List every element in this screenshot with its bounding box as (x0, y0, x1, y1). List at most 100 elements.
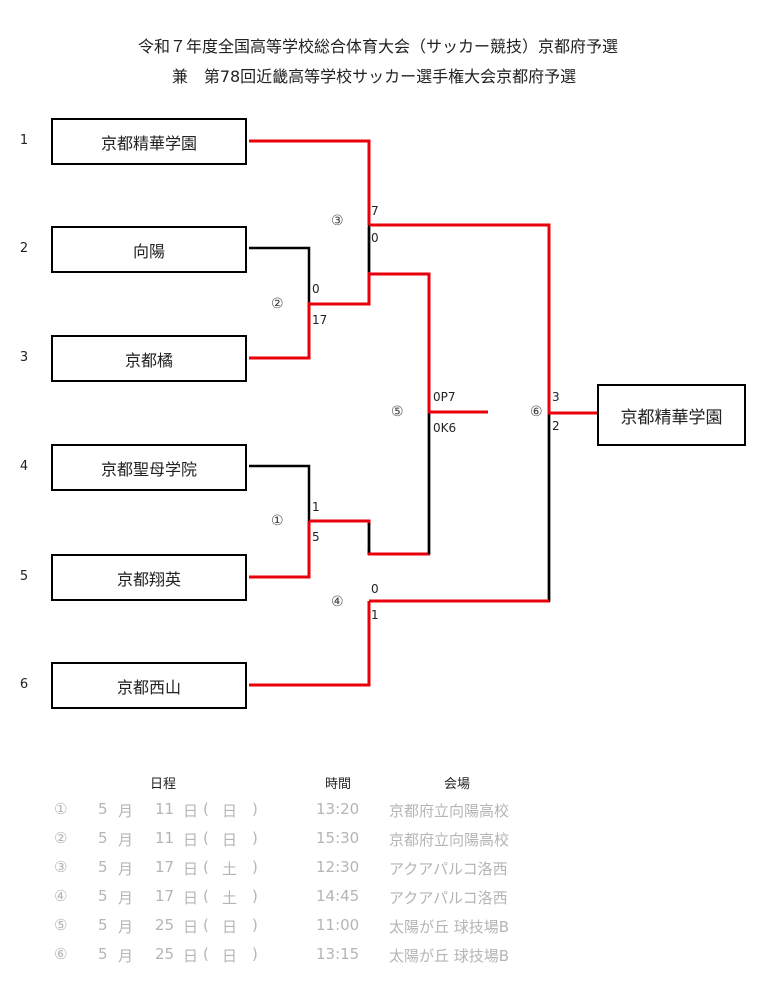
schedule-time: 15:30 (316, 829, 360, 847)
schedule-match-number: ② (54, 829, 68, 847)
schedule-venue: アクアパルコ洛西 (389, 889, 508, 907)
schedule-month: 5 (98, 800, 108, 818)
schedule-month: 5 (98, 887, 108, 905)
schedule-row: ① 5 月 11 日 ( 日 ) 13:20 京都府立向陽高校 (0, 800, 758, 820)
schedule-match-number: ① (54, 800, 68, 818)
schedule-match-number: ④ (54, 887, 68, 905)
seed-number: 4 (19, 459, 29, 474)
score-bottom: 17 (312, 313, 328, 327)
schedule-day: 17 (155, 887, 175, 905)
schedule-row: ⑥ 5 月 25 日 ( 日 ) 13:15 太陽が丘 球技場B (0, 945, 758, 965)
schedule-paren-close: ) (252, 887, 258, 905)
schedule-paren-open: ( (203, 887, 209, 905)
schedule-month: 5 (98, 945, 108, 963)
score-top: 3 (552, 390, 560, 404)
schedule-time: 13:20 (316, 800, 360, 818)
team-box: 京都聖母学院 (51, 444, 247, 491)
schedule-day: 25 (155, 945, 175, 963)
schedule-header-time: 時間 (325, 777, 352, 792)
schedule-weekday: 土 (222, 889, 238, 907)
schedule-time: 14:45 (316, 887, 360, 905)
schedule-weekday: 土 (222, 860, 238, 878)
champion-box: 京都精華学園 (597, 384, 746, 446)
score-bottom: 0 (371, 231, 379, 245)
schedule-row: ④ 5 月 17 日 ( 土 ) 14:45 アクアパルコ洛西 (0, 887, 758, 907)
schedule-day-label: 日 (183, 802, 199, 820)
schedule-month: 5 (98, 916, 108, 934)
schedule-weekday: 日 (222, 947, 238, 965)
schedule-row: ② 5 月 11 日 ( 日 ) 15:30 京都府立向陽高校 (0, 829, 758, 849)
schedule-venue: 太陽が丘 球技場B (389, 947, 510, 965)
tournament-title: 令和７年度全国高等学校総合体育大会（サッカー競技）京都府予選 (137, 37, 618, 56)
match-label: ② (271, 296, 284, 312)
schedule-time: 13:15 (316, 945, 360, 963)
team-box: 京都翔英 (51, 554, 247, 601)
winner-line (369, 272, 488, 414)
schedule-day: 11 (155, 800, 175, 818)
loser-line (249, 246, 311, 306)
team-box: 京都精華学園 (51, 118, 247, 165)
schedule-month: 5 (98, 829, 108, 847)
schedule-row: ③ 5 月 17 日 ( 土 ) 12:30 アクアパルコ洛西 (0, 858, 758, 878)
schedule-weekday: 日 (222, 831, 238, 849)
schedule-month-label: 月 (118, 831, 134, 849)
schedule-month-label: 月 (118, 802, 134, 820)
score-top: 0 (371, 582, 379, 596)
score-top: 0P7 (433, 390, 456, 404)
seed-number: 1 (19, 133, 29, 148)
seed-number: 2 (19, 241, 29, 256)
schedule-day-label: 日 (183, 918, 199, 936)
winner-line (249, 521, 311, 579)
winner-line (249, 601, 371, 687)
score-bottom: 1 (371, 608, 379, 622)
team-box: 京都西山 (51, 662, 247, 709)
team-box: 京都橘 (51, 335, 247, 382)
winner-line (249, 139, 371, 225)
schedule-paren-open: ( (203, 916, 209, 934)
schedule-paren-close: ) (252, 829, 258, 847)
match-label: ⑥ (530, 404, 543, 420)
score-bottom: 0K6 (433, 421, 457, 435)
loser-red-line (309, 519, 371, 525)
tournament-subtitle: 兼 第78回近畿高等学校サッカー選手権大会京都府予選 (171, 67, 577, 86)
team-box: 向陽 (51, 226, 247, 273)
schedule-month-label: 月 (118, 918, 134, 936)
schedule-day-label: 日 (183, 889, 199, 907)
seed-number: 6 (19, 677, 29, 692)
match-1-lines (249, 464, 311, 579)
match-label: ⑤ (391, 404, 404, 420)
schedule-paren-close: ) (252, 800, 258, 818)
schedule-paren-open: ( (203, 800, 209, 818)
score-bottom: 2 (552, 419, 560, 433)
winner-line (369, 223, 597, 415)
schedule-month-label: 月 (118, 947, 134, 965)
schedule-header-venue: 会場 (444, 777, 471, 792)
loser-line (369, 413, 551, 603)
score-top: 7 (371, 204, 379, 218)
winner-line (249, 302, 311, 360)
match-2-lines (249, 246, 311, 360)
schedule-time: 11:00 (316, 916, 360, 934)
match-label: ① (271, 513, 284, 529)
schedule-match-number: ③ (54, 858, 68, 876)
schedule-day: 17 (155, 858, 175, 876)
schedule-weekday: 日 (222, 918, 238, 936)
schedule-paren-close: ) (252, 916, 258, 934)
score-top: 1 (312, 500, 320, 514)
schedule-venue: 太陽が丘 球技場B (389, 918, 510, 936)
seed-number: 5 (19, 569, 29, 584)
schedule-day: 25 (155, 916, 175, 934)
schedule-weekday: 日 (222, 802, 238, 820)
schedule-month: 5 (98, 858, 108, 876)
match-label: ④ (331, 594, 344, 610)
schedule-paren-open: ( (203, 829, 209, 847)
schedule-month-label: 月 (118, 860, 134, 878)
seed-number: 3 (19, 350, 29, 365)
schedule-day-label: 日 (183, 860, 199, 878)
loser-line (367, 412, 431, 556)
schedule-paren-open: ( (203, 858, 209, 876)
schedule-venue: 京都府立向陽高校 (389, 831, 510, 849)
schedule-paren-close: ) (252, 858, 258, 876)
schedule-match-number: ⑥ (54, 945, 68, 963)
schedule-month-label: 月 (118, 889, 134, 907)
